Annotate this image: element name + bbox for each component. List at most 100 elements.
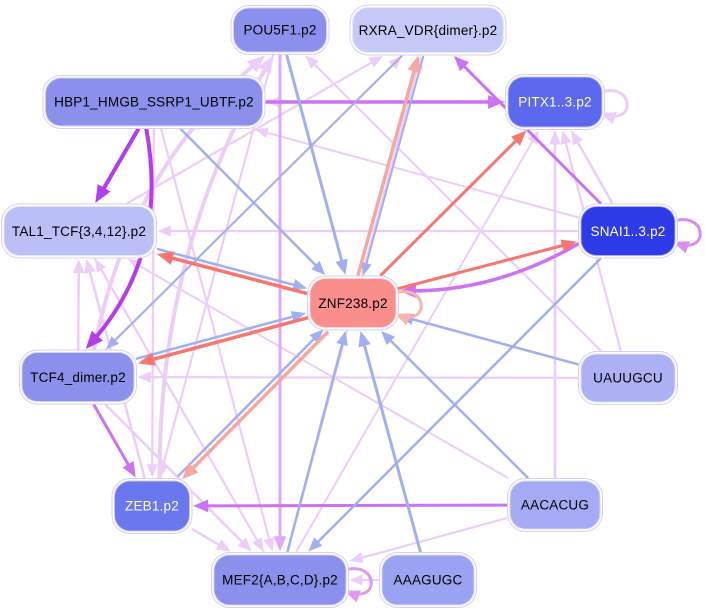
edge-TAL1-ZNF238-arrowhead <box>292 279 308 291</box>
edge-ZEB1-TAL1-arrowhead <box>84 259 96 275</box>
edge-TAL1-ZNF238[interactable] <box>156 247 301 288</box>
node-snai[interactable]: SNAI1..3.p2 <box>580 206 676 256</box>
edge-ZNF238-SNAI[interactable] <box>397 242 570 290</box>
edge-SNAI-MEF2-arrowhead <box>308 537 323 552</box>
edge-UAUUGCU-POU5F1[interactable] <box>310 60 602 352</box>
edge-TCF4-ZNF238[interactable] <box>135 314 299 360</box>
edge-HBP1-TCF4-arrowhead <box>85 330 103 349</box>
edge-UAUUGCU-TCF4[interactable] <box>144 376 579 380</box>
node-rxra[interactable]: RXRA_VDR{dimer}.p2 <box>352 7 504 53</box>
node-label: RXRA_VDR{dimer}.p2 <box>358 22 498 38</box>
node-pou5f1[interactable]: POU5F1.p2 <box>233 7 327 53</box>
edge-POU5F1-MEF2-arrowhead <box>273 536 287 552</box>
node-label: PITX1..3.p2 <box>518 94 592 110</box>
edge-SNAI-HBP1[interactable] <box>261 130 579 219</box>
edge-AACACUG-ZNF238[interactable] <box>385 335 529 479</box>
edge-UAUUGCU-TCF4-arrowhead <box>137 371 151 383</box>
edge-MEF2-ZNF238-arrowhead <box>336 331 348 347</box>
edge-SNAI-PITX[interactable] <box>574 136 614 205</box>
edge-ZNF238-ZEB1[interactable] <box>187 331 329 475</box>
edge-MEF2-PITX[interactable] <box>295 136 536 553</box>
edge-TCF4-MEF2[interactable] <box>104 403 247 547</box>
edge-SNAI-TAL1-arrowhead <box>157 225 171 237</box>
node-label: UAUUGCU <box>593 370 663 386</box>
edge-TAL1-MEF2-arrowhead <box>252 537 264 552</box>
node-aaagugc[interactable]: AAAGUGC <box>381 554 475 606</box>
edge-HBP1-TAL1-arrowhead <box>95 184 111 203</box>
edge-POU5F1-ZNF238-arrowhead <box>335 258 348 275</box>
edge-HBP1-ZNF238[interactable] <box>179 128 321 271</box>
edge-TAL1-RXRA-arrowhead <box>368 56 383 68</box>
edge-ZNF238-TAL1-arrowhead <box>156 251 175 265</box>
edge-ZNF238-RXRA-arrowhead <box>407 55 421 73</box>
edge-SNAI-HBP1-arrowhead <box>255 127 269 139</box>
edge-HBP1-MEF2-arrowhead <box>263 537 275 552</box>
edge-ZNF238-PITX-arrowhead <box>511 130 527 146</box>
node-label: AAAGUGC <box>393 572 463 588</box>
node-mef2[interactable]: MEF2{A,B,C,D}.p2 <box>213 554 347 606</box>
node-label: TCF4_dimer.p2 <box>30 369 126 385</box>
edge-ZEB1-POU5F1-arrowhead <box>257 55 274 75</box>
edge-AACACUG-MEF2[interactable] <box>356 517 508 561</box>
edge-AACACUG-MEF2-arrowhead <box>349 552 364 563</box>
edge-AAAGUGC-ZNF238[interactable] <box>361 338 422 553</box>
self-loop-PITX-arrowhead <box>600 112 617 125</box>
edge-POU5F1-ZNF238[interactable] <box>285 54 345 268</box>
edge-TCF4-POU5F1-arrowhead <box>246 55 266 73</box>
edge-AACACUG-ZNF238-arrowhead <box>381 331 396 346</box>
node-label: TAL1_TCF{3,4,12}.p2 <box>11 223 147 239</box>
self-loop-SNAI-arrowhead <box>673 241 690 254</box>
edge-ZNF238-TCF4[interactable] <box>145 316 309 363</box>
edge-HBP1-PITX-arrowhead <box>488 95 505 109</box>
node-label: AACACUG <box>520 497 590 513</box>
edge-TCF4-TAL1[interactable] <box>76 266 81 351</box>
edge-HBP1-TAL1[interactable] <box>98 127 141 196</box>
node-label: HBP1_HMGB_SSRP1_UBTF.p2 <box>54 94 254 110</box>
edge-ZNF238-RXRA[interactable] <box>356 63 418 277</box>
edge-TAL1-MEF2[interactable] <box>94 257 261 546</box>
edge-SNAI-PITX-arrowhead <box>571 130 584 146</box>
edge-ZEB1-MEF2-arrowhead <box>215 539 231 552</box>
node-pitx[interactable]: PITX1..3.p2 <box>507 76 603 128</box>
edge-ZEB1-MEF2[interactable] <box>191 528 225 549</box>
node-hbp1[interactable]: HBP1_HMGB_SSRP1_UBTF.p2 <box>45 77 263 127</box>
edge-RXRA-ZNF238[interactable] <box>364 55 425 270</box>
edge-ZEB1-ZNF238[interactable] <box>177 333 319 477</box>
edge-TCF4-TAL1-arrowhead <box>72 259 85 274</box>
edge-TCF4-ZEB1[interactable] <box>92 403 133 472</box>
edge-HBP1-ZEB1-arrowhead <box>146 464 158 478</box>
node-uauugcu[interactable]: UAUUGCU <box>580 353 676 403</box>
edge-AACACUG-ZEB1-arrowhead <box>193 499 209 513</box>
edge-ZNF238-TAL1[interactable] <box>164 254 308 295</box>
node-label: MEF2{A,B,C,D}.p2 <box>222 572 338 588</box>
node-znf238[interactable]: ZNF238.p2 <box>309 278 397 328</box>
node-label: POU5F1.p2 <box>243 22 317 38</box>
edge-SNAI-ZNF238[interactable] <box>407 242 580 293</box>
edge-RXRA-TCF4-arrowhead <box>106 336 120 349</box>
node-tcf4[interactable]: TCF4_dimer.p2 <box>21 352 135 402</box>
edge-AACACUG-PITX-arrowhead <box>549 130 561 145</box>
edge-ZNF238-PITX[interactable] <box>379 135 522 277</box>
edge-SNAI-MEF2[interactable] <box>313 257 602 547</box>
edge-SNAI-RXRA[interactable] <box>458 60 602 205</box>
edge-MEF2-ZNF238[interactable] <box>286 337 345 553</box>
node-tal1[interactable]: TAL1_TCF{3,4,12}.p2 <box>3 206 155 256</box>
edge-AAAGUGC-MEF2-arrowhead <box>349 574 363 586</box>
edge-HBP1-ZNF238-arrowhead <box>311 260 326 275</box>
self-loop-ZNF238-arrowhead <box>394 313 411 326</box>
edge-UAUUGCU-ZNF238[interactable] <box>406 316 579 366</box>
edge-UAUUGCU-POU5F1-arrowhead <box>305 55 319 69</box>
edge-ZNF238-ZEB1-arrowhead <box>181 462 199 480</box>
edge-RXRA-TCF4[interactable] <box>110 55 403 345</box>
edge-AAAGUGC-ZNF238-arrowhead <box>358 331 371 348</box>
edge-TCF4-MEF2-arrowhead <box>237 537 252 552</box>
node-label: ZNF238.p2 <box>318 295 388 311</box>
edge-TCF4-ZEB1-arrowhead <box>122 461 136 478</box>
edge-AACACUG-TAL1[interactable] <box>133 261 509 479</box>
node-aacacug[interactable]: AACACUG <box>509 480 601 530</box>
node-zeb1[interactable]: ZEB1.p2 <box>114 480 190 532</box>
edge-SNAI-RXRA-arrowhead <box>453 56 470 72</box>
edge-RXRA-ZNF238-arrowhead <box>361 261 372 276</box>
edge-ZEB1-ZNF238-arrowhead <box>309 329 324 344</box>
